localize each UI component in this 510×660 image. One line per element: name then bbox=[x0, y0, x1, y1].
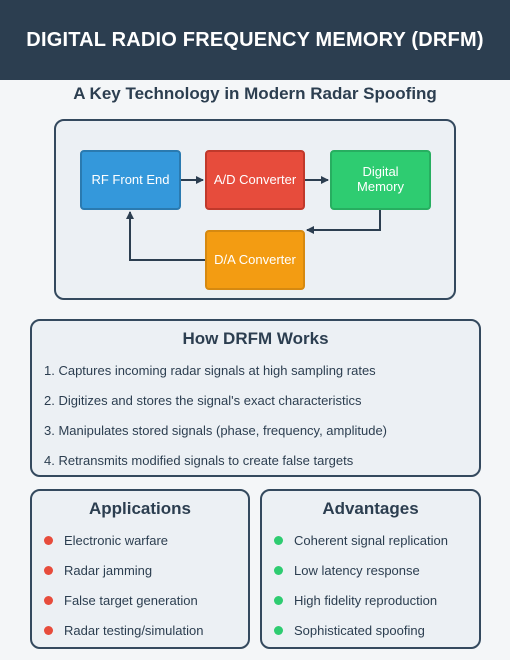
digital-memory-label: Digital Memory bbox=[357, 164, 404, 194]
page-header: DIGITAL RADIO FREQUENCY MEMORY (DRFM) bbox=[0, 0, 510, 80]
list-item-label: Sophisticated spoofing bbox=[294, 623, 425, 638]
bullet-icon bbox=[274, 626, 283, 635]
step-2: 2. Digitizes and stores the signal's exa… bbox=[44, 393, 362, 408]
advantages-title: Advantages bbox=[322, 499, 419, 518]
list-item: Coherent signal replication bbox=[274, 533, 448, 548]
applications-panel: Applications bbox=[30, 489, 250, 649]
list-item: High fidelity reproduction bbox=[274, 593, 437, 608]
list-item: Sophisticated spoofing bbox=[274, 623, 425, 638]
list-item: Electronic warfare bbox=[44, 533, 168, 548]
list-item: Radar testing/simulation bbox=[44, 623, 203, 638]
list-item-label: False target generation bbox=[64, 593, 198, 608]
page-title: DIGITAL RADIO FREQUENCY MEMORY (DRFM) bbox=[26, 28, 484, 51]
list-item-label: Coherent signal replication bbox=[294, 533, 448, 548]
list-item: False target generation bbox=[44, 593, 198, 608]
list-item-label: High fidelity reproduction bbox=[294, 593, 438, 608]
bullet-icon bbox=[274, 596, 283, 605]
list-item-label: Radar jamming bbox=[64, 563, 153, 578]
list-item: Low latency response bbox=[274, 563, 420, 578]
bullet-icon bbox=[274, 536, 283, 545]
list-item-label: Radar testing/simulation bbox=[64, 623, 204, 638]
page-subtitle: A Key Technology in Modern Radar Spoofin… bbox=[73, 84, 437, 103]
list-item-label: Low latency response bbox=[294, 563, 420, 578]
list-item: Radar jamming bbox=[44, 563, 152, 578]
applications-title: Applications bbox=[88, 499, 191, 518]
bullet-icon bbox=[274, 566, 283, 575]
da-converter-block: D/A Converter bbox=[205, 230, 305, 290]
bullet-icon bbox=[44, 536, 53, 545]
how-drfm-works-panel: How DRFM Works bbox=[30, 319, 481, 477]
list-item-label: Electronic warfare bbox=[64, 533, 169, 548]
bullet-icon bbox=[44, 566, 53, 575]
ad-converter-block: A/D Converter bbox=[205, 150, 305, 210]
step-1: 1. Captures incoming radar signals at hi… bbox=[44, 363, 376, 378]
how-section-title: How DRFM Works bbox=[182, 329, 329, 348]
step-3: 3. Manipulates stored signals (phase, fr… bbox=[44, 423, 388, 438]
bullet-icon bbox=[44, 596, 53, 605]
advantages-panel: Advantages bbox=[260, 489, 481, 649]
step-4: 4. Retransmits modified signals to creat… bbox=[44, 453, 354, 468]
bullet-icon bbox=[44, 626, 53, 635]
rf-front-end-block: RF Front End bbox=[80, 150, 181, 210]
digital-memory-block: Digital Memory bbox=[330, 150, 431, 210]
